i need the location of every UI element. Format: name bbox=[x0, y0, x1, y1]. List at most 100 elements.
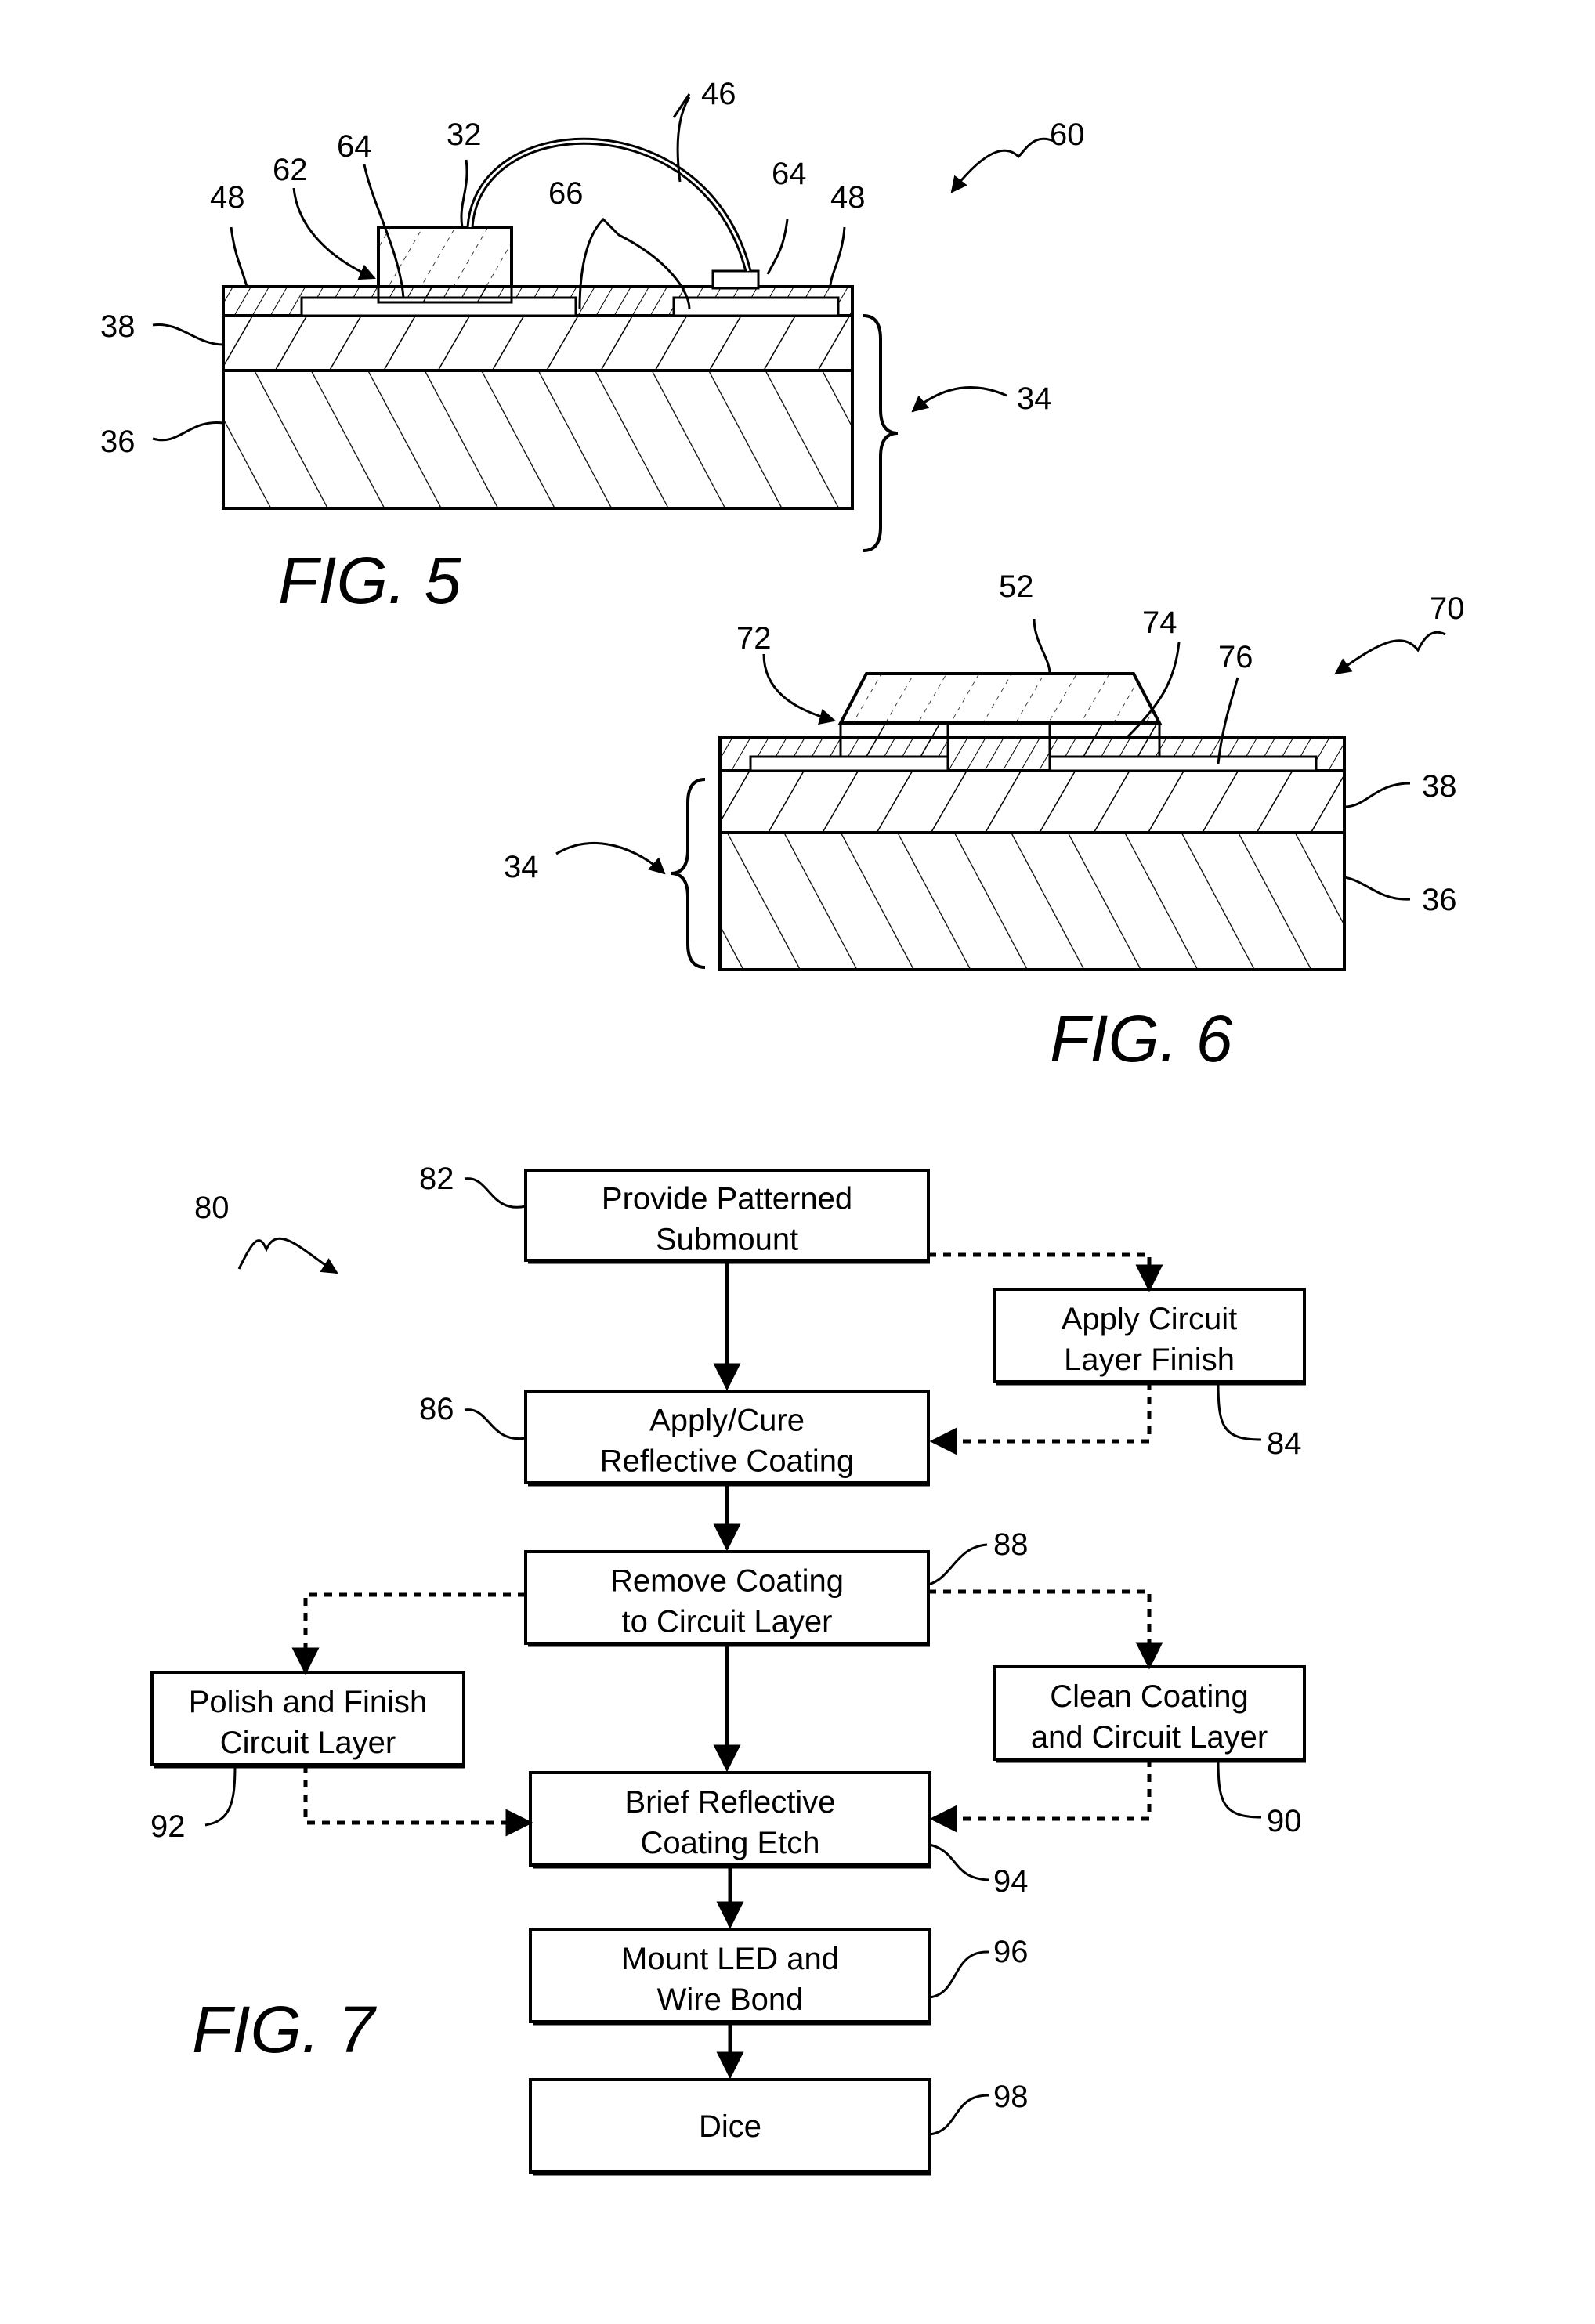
fig5-bond-pad-64 bbox=[713, 271, 758, 288]
fig5-leader-48-right bbox=[830, 227, 845, 287]
fig6-circuit-trace-left bbox=[750, 757, 948, 771]
flow-step-text-line1: Polish and Finish bbox=[189, 1685, 428, 1719]
figure-5: 46 60 32 64 62 66 64 48 48 38 36 34 FIG.… bbox=[100, 77, 1085, 617]
fig5-layer-36 bbox=[223, 370, 852, 508]
fig5-leader-38 bbox=[153, 324, 223, 345]
fig6-label-76: 76 bbox=[1218, 640, 1253, 674]
flow-step-text-line2: to Circuit Layer bbox=[622, 1605, 833, 1639]
fig6-led-52 bbox=[841, 674, 1159, 723]
fig5-label-64-left: 64 bbox=[337, 129, 372, 164]
fig5-arrow-62 bbox=[294, 188, 374, 278]
fig5-label-66: 66 bbox=[548, 176, 584, 211]
flow-leader-82 bbox=[465, 1179, 526, 1208]
flow-step-text-line1: Provide Patterned bbox=[602, 1182, 852, 1216]
fig5-label-38: 38 bbox=[100, 309, 136, 344]
fig6-arrow-34 bbox=[556, 843, 664, 873]
flow-step-text-line2: Wire Bond bbox=[657, 1982, 804, 2017]
flow-arrow-80 bbox=[239, 1238, 337, 1273]
fig6-caption: FIG. 6 bbox=[1050, 1002, 1233, 1075]
fig5-contact-left-64 bbox=[378, 287, 512, 302]
fig5-leader-32 bbox=[461, 160, 467, 227]
flow-arrow-dashed bbox=[306, 1765, 530, 1823]
flow-arrow-dashed bbox=[928, 1592, 1149, 1667]
fig6-bracket-34 bbox=[671, 779, 705, 967]
fig6-label-52: 52 bbox=[999, 569, 1034, 604]
fig6-contact-74 bbox=[1050, 723, 1159, 757]
flow-step-text-line1: Dice bbox=[699, 2109, 761, 2144]
flow-leader-94 bbox=[930, 1845, 989, 1880]
flow-step-text-line2: Reflective Coating bbox=[600, 1444, 855, 1479]
fig5-caption: FIG. 5 bbox=[278, 544, 461, 617]
flow-ref-label-84: 84 bbox=[1267, 1426, 1302, 1461]
flow-leader-98 bbox=[930, 2095, 989, 2134]
fig6-layer-38 bbox=[720, 771, 1344, 833]
fig6-leader-52 bbox=[1034, 619, 1050, 674]
flow-step-text-line2: Submount bbox=[656, 1223, 798, 1257]
fig5-arrow-60 bbox=[952, 139, 1054, 192]
fig6-label-70: 70 bbox=[1430, 591, 1465, 626]
flow-ref-label-90: 90 bbox=[1267, 1804, 1302, 1838]
fig5-led-32 bbox=[378, 227, 512, 287]
fig6-label-38: 38 bbox=[1422, 769, 1457, 804]
flow-ref-label-94: 94 bbox=[993, 1864, 1029, 1899]
flow-leader-96 bbox=[930, 1952, 989, 1997]
fig5-label-60: 60 bbox=[1050, 117, 1085, 152]
fig5-label-34: 34 bbox=[1017, 381, 1052, 416]
flow-leader-90 bbox=[1218, 1759, 1261, 1817]
fig5-leader-48-left bbox=[231, 227, 247, 287]
flow-ref-label-98: 98 bbox=[993, 2080, 1029, 2114]
flow-ref-label-80: 80 bbox=[194, 1191, 230, 1225]
fig5-arrow-34 bbox=[913, 388, 1007, 411]
flow-arrow-dashed bbox=[928, 1255, 1149, 1289]
flow-arrow-dashed bbox=[932, 1759, 1149, 1819]
fig6-label-36: 36 bbox=[1422, 883, 1457, 917]
fig5-leader-64-right bbox=[768, 219, 787, 274]
flow-arrow-dashed bbox=[306, 1595, 526, 1672]
fig5-leader-36 bbox=[153, 423, 223, 440]
flow-step-text-line2: Circuit Layer bbox=[220, 1726, 396, 1760]
figure-7-flowchart: Provide PatternedSubmountApply CircuitLa… bbox=[150, 1162, 1306, 2174]
flow-leader-86 bbox=[465, 1410, 526, 1439]
fig6-arrow-70 bbox=[1336, 632, 1445, 674]
fig5-label-62: 62 bbox=[273, 153, 308, 187]
fig5-label-48-left: 48 bbox=[210, 180, 245, 215]
fig5-bracket-34 bbox=[863, 316, 898, 551]
fig6-label-74: 74 bbox=[1142, 605, 1177, 640]
flow-ref-label-92: 92 bbox=[150, 1809, 186, 1844]
fig5-label-32: 32 bbox=[447, 117, 482, 152]
flow-step-text-line2: Coating Etch bbox=[640, 1826, 819, 1860]
figure-6: 52 72 74 76 70 38 36 34 FIG. 6 bbox=[504, 569, 1465, 1075]
fig5-label-48-right: 48 bbox=[830, 180, 866, 215]
flow-step-text-line1: Brief Reflective bbox=[625, 1785, 836, 1820]
flow-leader-92 bbox=[205, 1765, 235, 1825]
flow-step-text-line1: Apply Circuit bbox=[1062, 1302, 1238, 1336]
fig6-leader-38 bbox=[1344, 783, 1410, 807]
fig6-circuit-trace-right bbox=[1050, 757, 1316, 771]
fig5-label-36: 36 bbox=[100, 425, 136, 459]
fig6-leader-36 bbox=[1344, 877, 1410, 899]
fig6-label-34: 34 bbox=[504, 850, 539, 884]
fig7-caption: FIG. 7 bbox=[192, 1993, 378, 2066]
fig5-circuit-trace-right bbox=[674, 298, 838, 316]
flow-ref-label-96: 96 bbox=[993, 1935, 1029, 1969]
fig6-layer-36 bbox=[720, 833, 1344, 970]
flow-step-text-line1: Clean Coating bbox=[1050, 1679, 1249, 1714]
flow-step-text-line2: and Circuit Layer bbox=[1031, 1720, 1268, 1755]
flow-step-text-line1: Apply/Cure bbox=[649, 1404, 805, 1438]
fig5-layer-38 bbox=[223, 316, 852, 370]
fig6-arrow-72 bbox=[764, 654, 834, 721]
fig5-label-64-right: 64 bbox=[772, 157, 807, 191]
fig6-label-72: 72 bbox=[736, 621, 772, 656]
flow-ref-label-88: 88 bbox=[993, 1527, 1029, 1562]
flow-step-text-line1: Remove Coating bbox=[610, 1564, 844, 1599]
flow-step-text-line1: Mount LED and bbox=[621, 1942, 839, 1976]
flow-leader-84 bbox=[1218, 1382, 1261, 1440]
flow-step-text-line2: Layer Finish bbox=[1064, 1343, 1235, 1377]
fig5-label-46: 46 bbox=[701, 77, 736, 111]
flow-ref-label-86: 86 bbox=[419, 1392, 454, 1426]
flow-leader-88 bbox=[928, 1545, 987, 1585]
flow-arrow-dashed bbox=[932, 1382, 1149, 1441]
fig6-contact-72 bbox=[841, 723, 948, 757]
flow-ref-label-82: 82 bbox=[419, 1162, 454, 1196]
